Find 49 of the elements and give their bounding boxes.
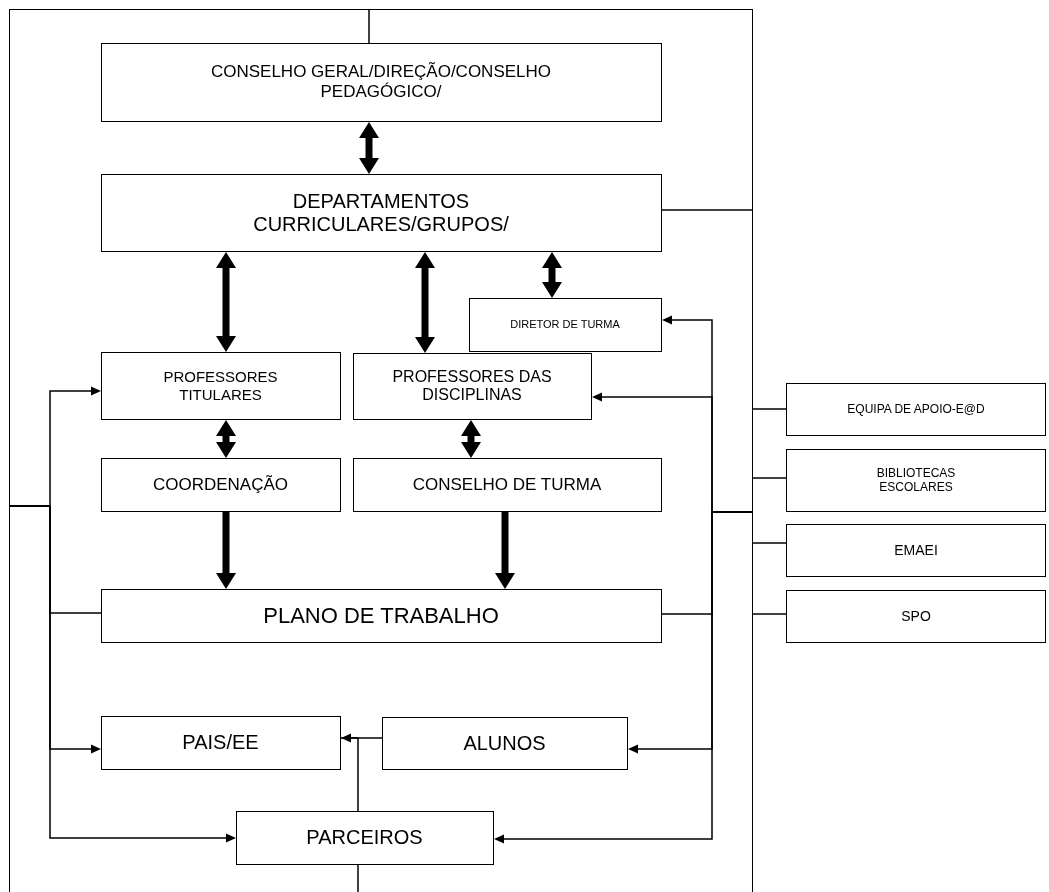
node-label: PLANO DE TRABALHO <box>263 602 499 629</box>
arrow <box>495 512 515 589</box>
frame-box <box>9 9 753 892</box>
process-box <box>100 42 662 122</box>
node-label: DEPARTAMENTOS CURRICULARES/GRUPOS/ <box>252 189 510 236</box>
arrow <box>542 252 562 298</box>
connector-line <box>752 613 787 615</box>
connector-line <box>752 542 787 544</box>
connector-line <box>368 8 370 44</box>
node-label: PAIS/EE <box>182 731 259 754</box>
arrow <box>216 512 236 589</box>
node-label: DIRETOR DE TURMA <box>510 318 620 331</box>
node-label: PARCEIROS <box>306 826 423 849</box>
arrow <box>415 252 435 353</box>
process-box <box>352 352 592 420</box>
process-box <box>100 351 341 420</box>
process-box <box>786 383 1046 436</box>
arrow <box>341 733 359 812</box>
node-label: BIBLIOTECAS ESCOLARES <box>875 466 957 495</box>
process-box <box>786 590 1046 643</box>
arrow <box>494 511 754 844</box>
process-box <box>100 715 341 770</box>
arrow <box>359 122 379 174</box>
process-box <box>100 588 662 643</box>
node-label: CONSELHO DE TURMA <box>412 474 602 495</box>
node-label: SPO <box>901 608 931 625</box>
node-label: EMAEI <box>894 542 938 559</box>
process-box <box>786 449 1046 512</box>
process-box <box>468 297 662 352</box>
connector-line <box>340 737 383 739</box>
process-box <box>235 810 494 865</box>
process-box <box>786 524 1046 577</box>
node-label: PROFESSORES TITULARES <box>162 368 279 403</box>
arrow <box>216 252 236 352</box>
process-box <box>100 457 341 512</box>
connector-line <box>357 864 359 892</box>
node-label: CONSELHO GERAL/DIREÇÃO/CONSELHO PEDAGÓGICO/ <box>209 62 553 102</box>
connector-line <box>661 209 754 211</box>
node-label: COORDENAÇÃO <box>152 474 289 495</box>
arrow <box>461 420 481 458</box>
node-label: ALUNOS <box>463 731 546 755</box>
connector-line <box>752 408 787 410</box>
arrow <box>216 420 236 458</box>
node-label: PROFESSORES DAS DISCIPLINAS <box>391 367 553 405</box>
process-box <box>100 173 662 252</box>
process-box <box>352 457 662 512</box>
connector-line <box>752 477 787 479</box>
process-box <box>381 716 628 770</box>
node-label: EQUIPA DE APOIO-E@D <box>847 402 985 417</box>
